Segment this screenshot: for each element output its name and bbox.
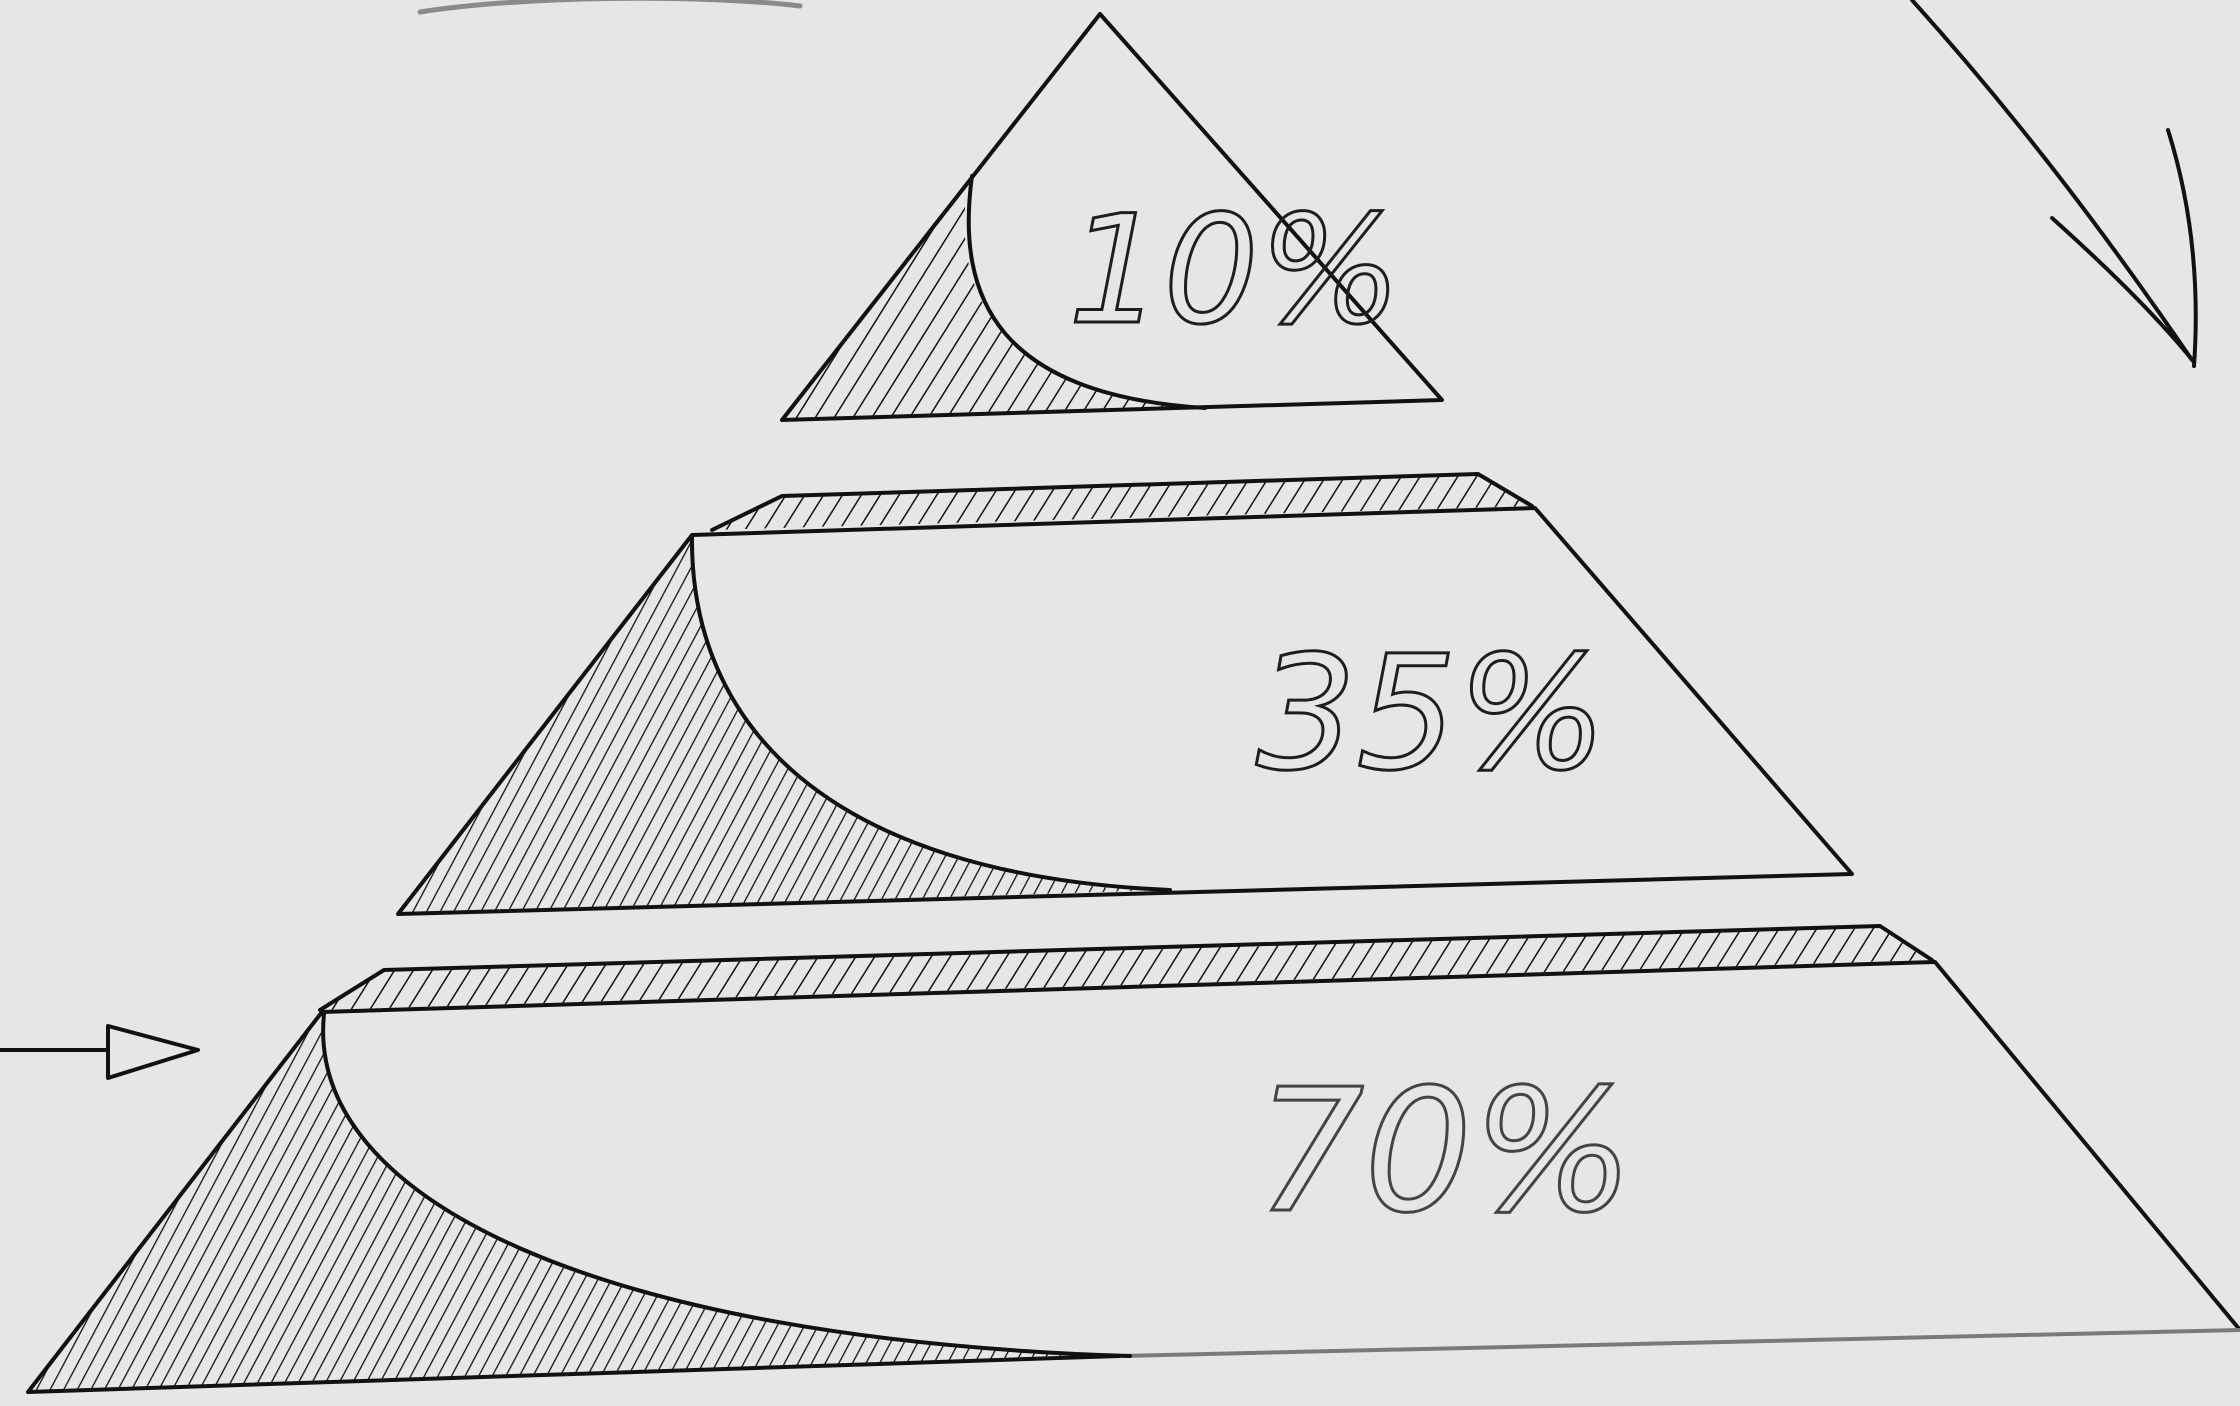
curved-arrow-icon bbox=[1912, 0, 2196, 366]
decorative-stroke bbox=[420, 0, 800, 12]
pyramid-level-bottom bbox=[0, 926, 2240, 1406]
label-bottom-percent: 70% bbox=[1256, 1053, 1634, 1251]
left-pointer-arrow-icon bbox=[0, 1026, 198, 1078]
pyramid-level-middle bbox=[380, 474, 1852, 940]
label-top-percent: 10% bbox=[1068, 184, 1401, 358]
label-middle-percent: 35% bbox=[1256, 622, 1607, 806]
